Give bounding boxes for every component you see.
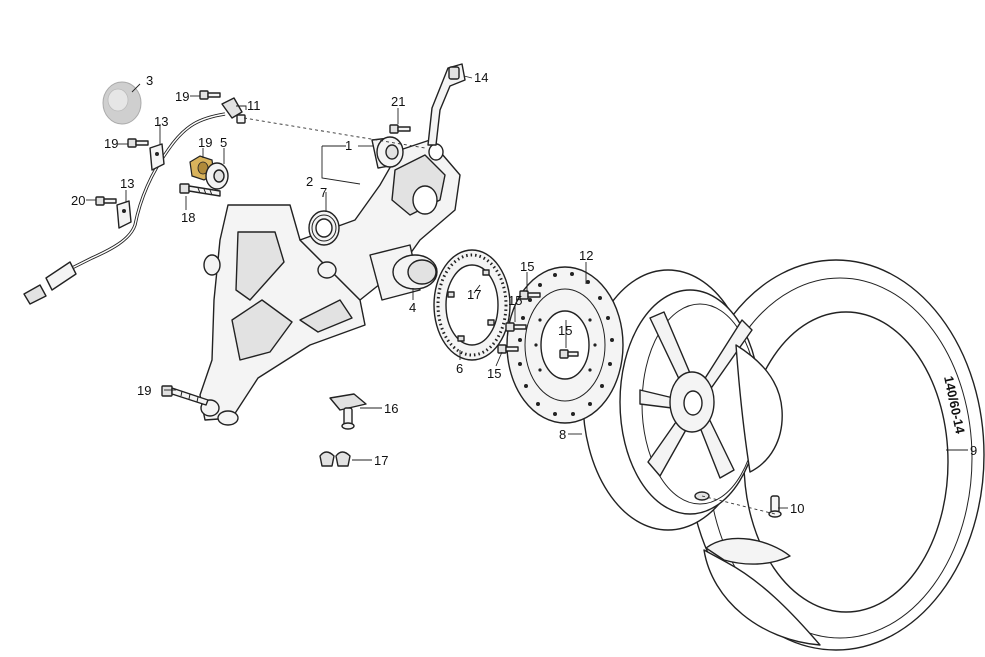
tire: 140/60-14 [687,259,985,651]
bearing [308,210,340,246]
long-bolt [161,385,209,406]
callout-16: 17 [467,287,481,302]
callout-15: 15 [508,293,522,308]
callout-5: 5 [220,135,227,150]
callout-20: 16 [384,401,398,416]
tpms-sensor [329,393,367,430]
callout-17: 18 [181,210,195,225]
callout-18: 19 [198,135,212,150]
callout-15: 15 [558,323,572,338]
callout-6: 6 [456,361,463,376]
callout-8: 8 [559,427,566,442]
callout-19: 19 [175,89,189,104]
callout-2: 2 [306,174,313,189]
swingarm-housing [199,139,461,426]
callout-19: 19 [104,136,118,151]
callout-4: 4 [409,300,416,315]
callout-1: 1 [345,138,352,153]
callout-17: 19 [137,383,151,398]
brake-disc [506,266,624,424]
cable-clip [116,143,165,229]
abs-tone-ring [433,249,511,361]
callout-13: 13 [120,176,134,191]
bolt [95,90,411,206]
callout-12: 12 [579,248,593,263]
callout-13: 13 [154,114,168,129]
leader-lines [86,75,968,509]
abs-sensor-cable [23,97,246,305]
long-bolt [179,183,221,197]
callout-15: 15 [487,366,501,381]
wheel-rim [582,269,783,531]
valve-grommet [319,451,351,467]
callout-3: 3 [146,73,153,88]
disc-bolt [497,290,579,359]
callout-14: 14 [474,70,488,85]
callout-10: 10 [790,501,804,516]
callout-15: 15 [520,259,534,274]
callout-11: 11 [247,98,261,113]
callout-21: 17 [374,453,388,468]
bushing [371,136,404,169]
sensor-bracket [427,63,466,146]
tire-valve [701,495,782,518]
cap [102,81,142,125]
washer-spacer [205,162,229,190]
callout-labels: 3 19 11 13 19 19 5 13 20 18 19 1 2 7 21 … [71,70,977,516]
assembly-line [243,117,426,149]
callout-19: 21 [391,94,405,109]
callout-19: 20 [71,193,85,208]
callout-7: 7 [320,185,327,200]
callout-9: 9 [970,443,977,458]
